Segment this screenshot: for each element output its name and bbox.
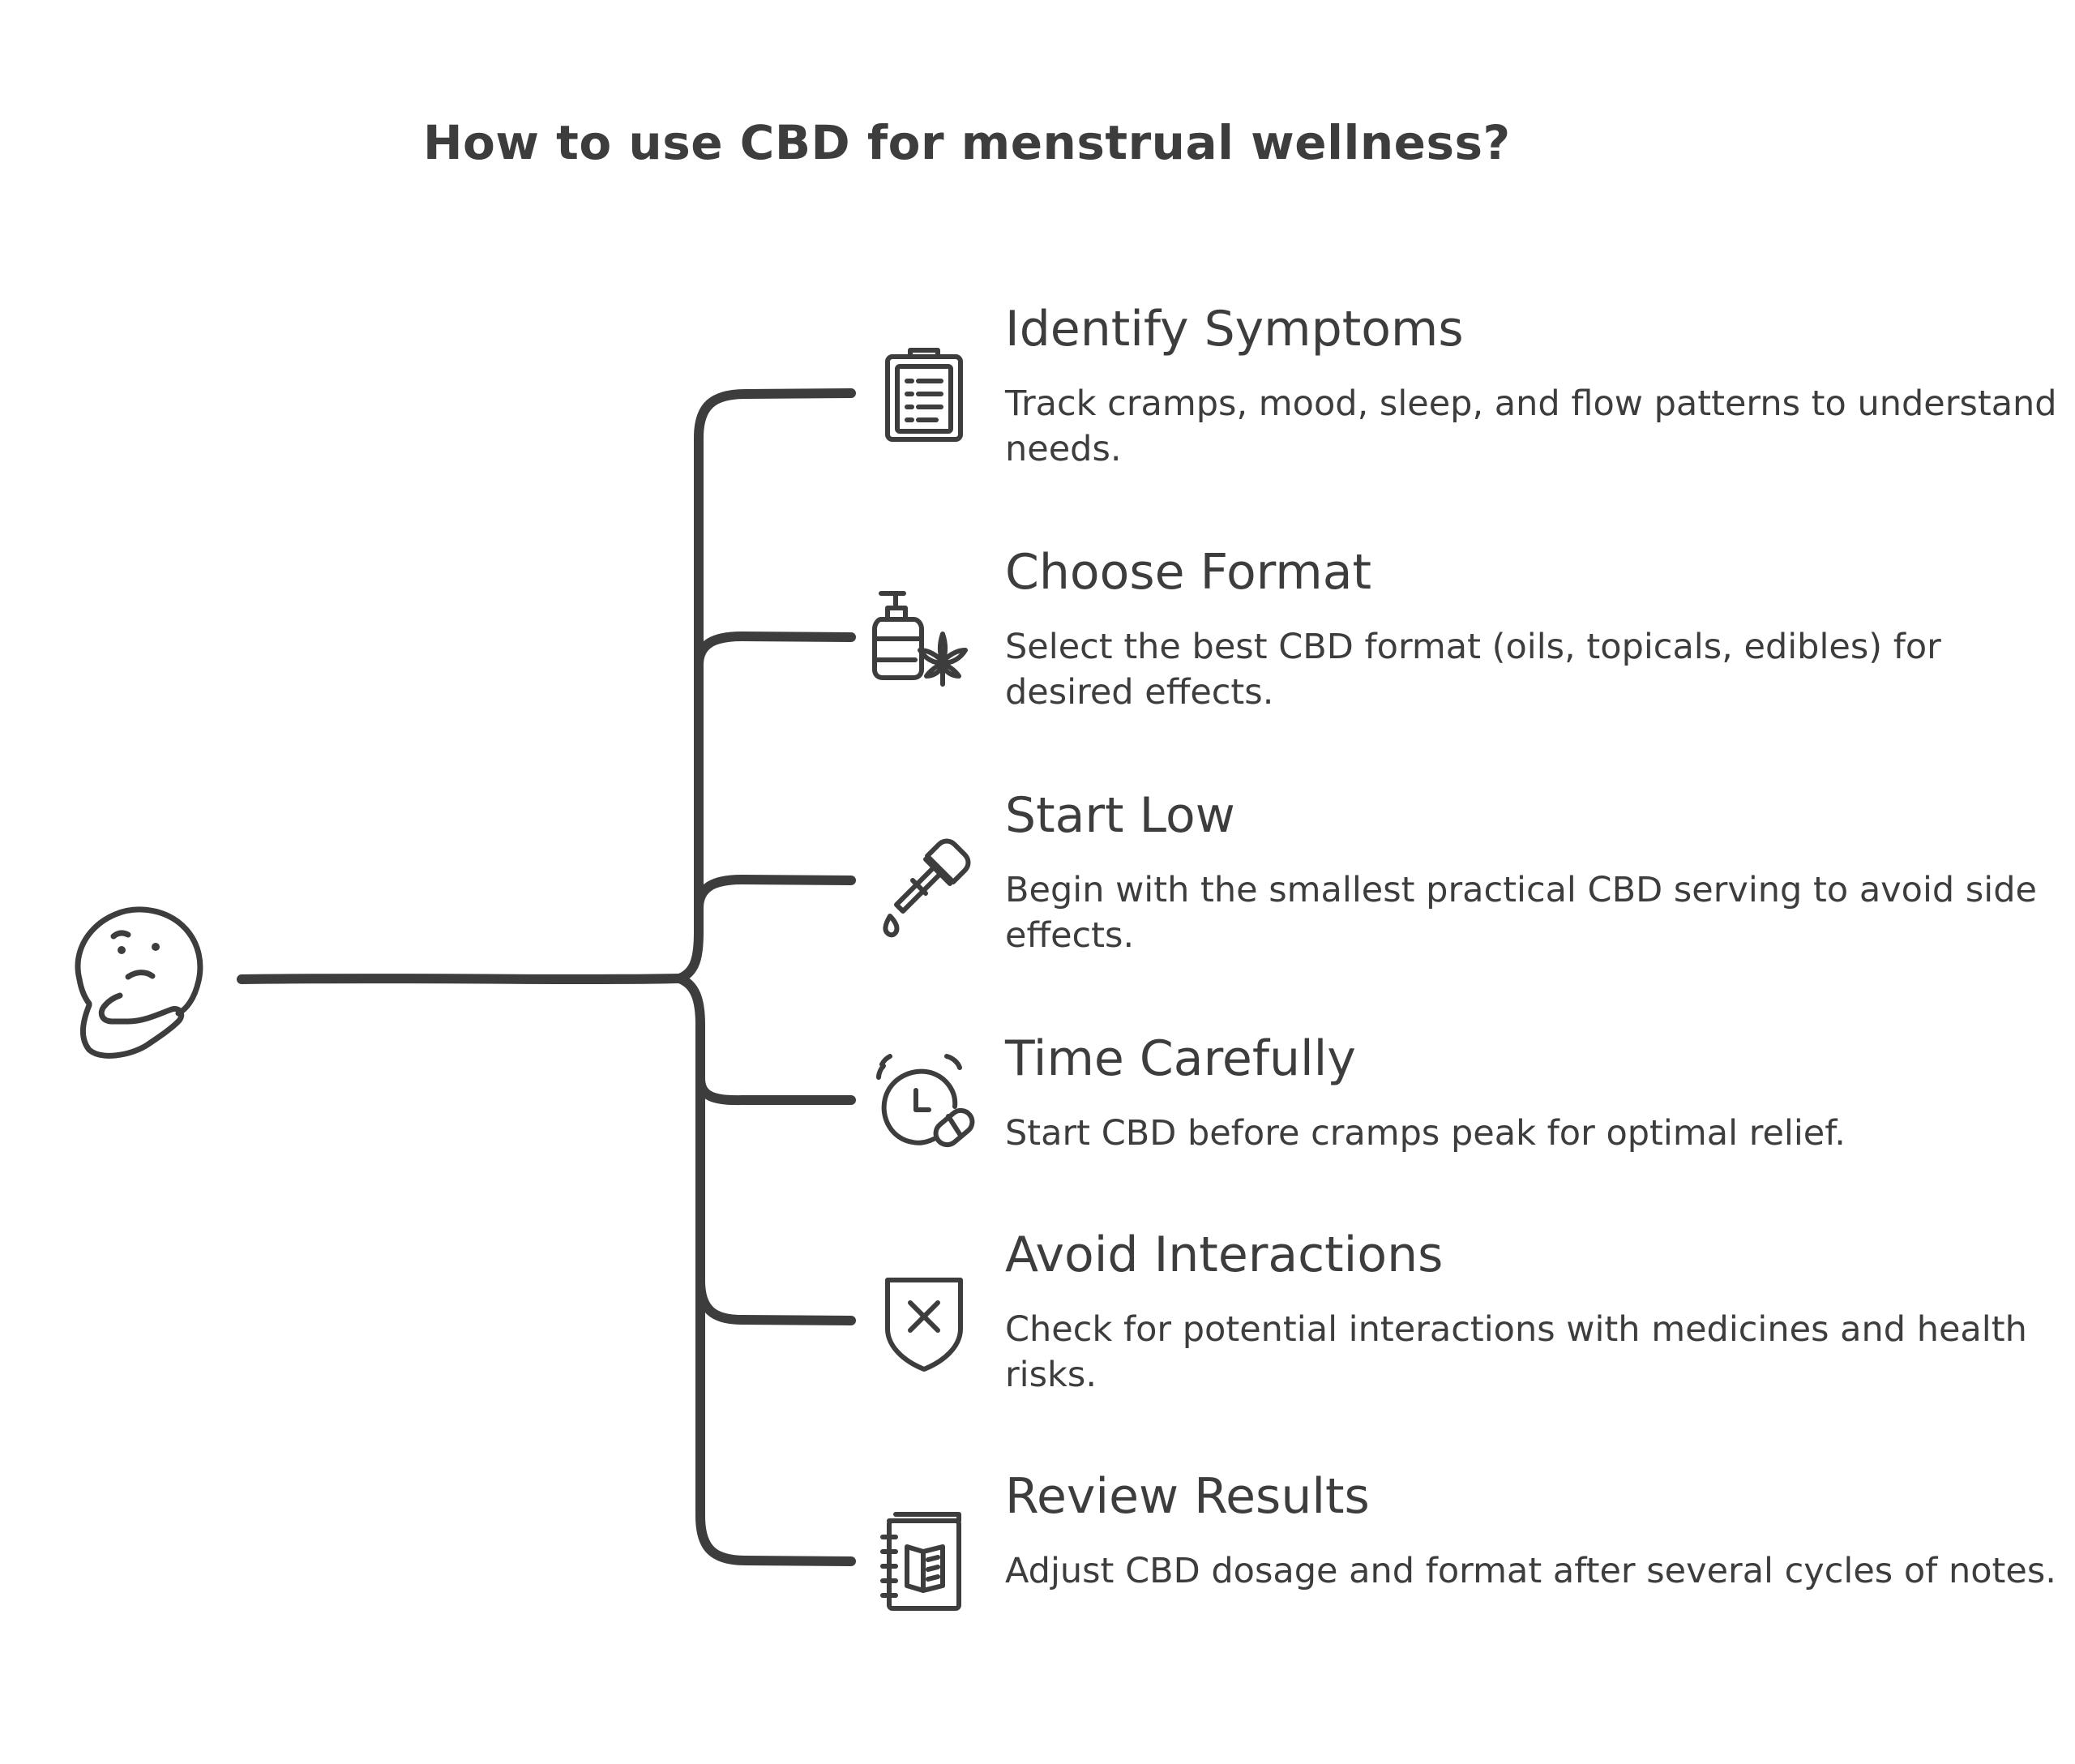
- step-description: Check for potential interactions with me…: [1005, 1309, 2027, 1395]
- step-title: Choose Format: [1005, 544, 1372, 601]
- step-review-results: Review Results Adjust CBD dosage and for…: [1005, 1466, 2059, 1594]
- branch-line-6: [695, 1276, 856, 1566]
- alarm-clock-pill-icon: [876, 1054, 975, 1148]
- step-title: Review Results: [1005, 1468, 1370, 1525]
- step-description: Track cramps, mood, sleep, and flow patt…: [1005, 383, 2057, 469]
- step-time-carefully: Time Carefully Start CBD before cramps p…: [1005, 1028, 2059, 1156]
- clipboard-icon: [885, 348, 963, 442]
- branch-line-2: [694, 632, 856, 670]
- step-avoid-interactions: Avoid Interactions Check for potential i…: [1005, 1224, 2059, 1398]
- step-title: Start Low: [1005, 787, 1235, 844]
- step-title: Avoid Interactions: [1005, 1227, 1444, 1283]
- step-description: Select the best CBD format (oils, topica…: [1005, 627, 1941, 713]
- step-description: Start CBD before cramps peak for optimal…: [1005, 1113, 1846, 1154]
- step-title: Identify Symptoms: [1005, 301, 1464, 358]
- step-description: Adjust CBD dosage and format after sever…: [1005, 1551, 2056, 1591]
- branch-line-1: [674, 388, 856, 983]
- step-identify-symptoms: Identify Symptoms Track cramps, mood, sl…: [1005, 298, 2059, 472]
- thinking-face-icon: [75, 906, 203, 1059]
- step-start-low: Start Low Begin with the smallest practi…: [1005, 785, 2059, 958]
- step-choose-format: Choose Format Select the best CBD format…: [1005, 542, 2059, 715]
- shield-x-icon: [885, 1278, 963, 1372]
- step-description: Begin with the smallest practical CBD se…: [1005, 870, 2037, 956]
- trunk-line: [237, 974, 684, 984]
- step-title: Time Carefully: [1005, 1030, 1356, 1087]
- notebook-icon: [880, 1512, 961, 1611]
- branch-line-5: [695, 1020, 856, 1325]
- branch-line-3: [694, 875, 856, 913]
- dropper-icon: [883, 838, 971, 938]
- diagram-title: How to use CBD for menstrual wellness?: [423, 115, 1511, 170]
- pump-bottle-cannabis-icon: [872, 591, 968, 687]
